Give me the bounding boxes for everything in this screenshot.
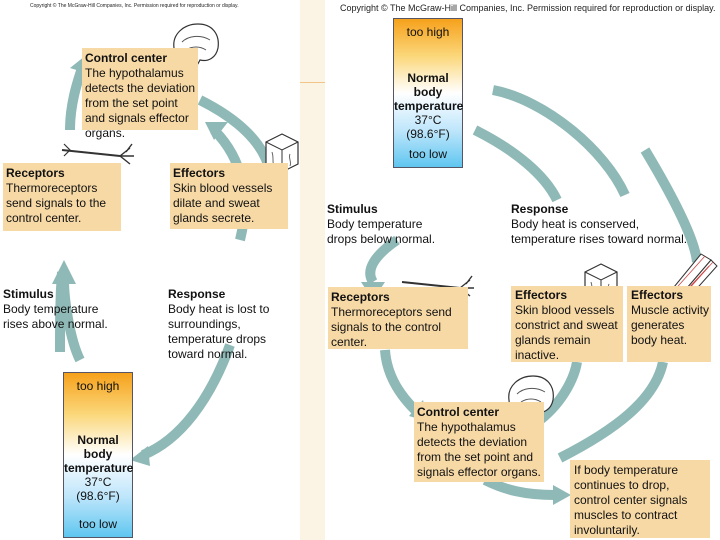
arrow-muscle-loop xyxy=(640,147,702,263)
arrow-control-to-muscle-effectors xyxy=(557,360,668,463)
panel-divider xyxy=(300,0,325,540)
receptors-box: Receptors Thermoreceptors send signals t… xyxy=(3,163,121,231)
nerve-receptor-icon xyxy=(61,143,134,165)
effectors-skin-title: Effectors xyxy=(515,288,568,302)
effectors-title: Effectors xyxy=(173,166,226,180)
control-center-box: Control center The hypothalamus detects … xyxy=(82,48,198,140)
arrow-control-to-note xyxy=(482,475,556,500)
copyright-notice: Copyright © The McGraw-Hill Companies, I… xyxy=(340,3,716,13)
receptors-text: Thermoreceptors send signals to the cont… xyxy=(6,181,107,225)
arrowhead xyxy=(52,260,76,284)
stimulus-text: Body temperature drops below normal. xyxy=(327,217,436,246)
receptors-title: Receptors xyxy=(331,290,390,304)
thermometer-scale: too high Normal body temperature 37°C (9… xyxy=(393,18,463,168)
control-center-text: The hypothalamus detects the deviation f… xyxy=(85,66,196,140)
arrowhead xyxy=(553,485,571,505)
response-label: Response Body heat is lost to surroundin… xyxy=(168,287,298,362)
skin-tissue-icon xyxy=(265,133,299,173)
stimulus-label: Stimulus Body temperature drops below no… xyxy=(327,202,447,247)
normal-temperature-value: 37°C (98.6°F) xyxy=(406,113,450,141)
too-low-label: too low xyxy=(408,147,448,161)
arrow-receptors-to-control xyxy=(380,349,419,414)
response-text: Body heat is conserved, temperature rise… xyxy=(511,217,688,246)
effectors-skin-text: Skin blood vessels constrict and sweat g… xyxy=(515,303,618,362)
too-high-label: too high xyxy=(406,25,450,39)
response-title: Response xyxy=(511,202,569,216)
arrow-upper-loop xyxy=(491,85,630,198)
arrowhead xyxy=(205,122,228,140)
arrow-control-to-skin-effectors xyxy=(536,361,582,424)
receptors-box: Receptors Thermoreceptors send signals t… xyxy=(328,287,468,349)
stimulus-title: Stimulus xyxy=(3,287,54,301)
arrow-receptors-to-control xyxy=(65,66,87,131)
left-panel-heat-loss-loop: Copyright © The McGraw-Hill Companies, I… xyxy=(0,0,300,540)
normal-temperature-title: Normal body temperature xyxy=(394,71,464,113)
effectors-muscle-text: Muscle activity generates body heat. xyxy=(631,303,710,347)
effectors-skin-box: Effectors Skin blood vessels constrict a… xyxy=(511,286,623,362)
response-label: Response Body heat is conserved, tempera… xyxy=(511,202,701,247)
stimulus-title: Stimulus xyxy=(327,202,378,216)
effectors-muscle-box: Effectors Muscle activity generates body… xyxy=(627,286,711,362)
response-title: Response xyxy=(168,287,226,301)
control-center-box: Control center The hypothalamus detects … xyxy=(414,402,544,482)
thermometer-scale: too high Normal body temperature 37°C (9… xyxy=(63,372,133,538)
arrowhead xyxy=(130,446,150,466)
response-text: Body heat is lost to surroundings, tempe… xyxy=(168,302,270,361)
effectors-muscle-title: Effectors xyxy=(631,288,684,302)
receptors-title: Receptors xyxy=(6,166,65,180)
control-center-title: Control center xyxy=(417,405,500,419)
receptors-text: Thermoreceptors send signals to the cont… xyxy=(331,305,452,349)
divider-rule xyxy=(300,82,325,83)
shivering-note-box: If body temperature continues to drop, c… xyxy=(570,460,710,538)
normal-temperature-label: Normal body temperature 37°C (98.6°F) xyxy=(394,71,464,141)
too-high-label: too high xyxy=(76,379,120,393)
control-center-title: Control center xyxy=(85,51,168,65)
effectors-box: Effectors Skin blood vessels dilate and … xyxy=(170,163,288,229)
normal-temperature-label: Normal body temperature 37°C (98.6°F) xyxy=(64,433,134,503)
normal-temperature-title: Normal body temperature xyxy=(64,433,134,475)
right-panel-heat-gain-loop: Copyright © The McGraw-Hill Companies, I… xyxy=(325,0,720,540)
arrow-response-to-thermometer xyxy=(141,343,235,460)
normal-temperature-value: 37°C (98.6°F) xyxy=(76,475,120,503)
effectors-text: Skin blood vessels dilate and sweat glan… xyxy=(173,181,273,225)
too-low-label: too low xyxy=(78,517,118,531)
arrow-stimulus-to-receptors xyxy=(365,235,400,285)
stimulus-text: Body temperature rises above normal. xyxy=(3,302,108,331)
shivering-note-text: If body temperature continues to drop, c… xyxy=(574,463,688,537)
arrow-thermometer-to-stimulus xyxy=(59,279,85,363)
arrow-response-to-thermometer xyxy=(472,125,562,203)
copyright-notice: Copyright © The McGraw-Hill Companies, I… xyxy=(30,3,239,9)
control-center-text: The hypothalamus detects the deviation f… xyxy=(417,420,541,479)
stimulus-label: Stimulus Body temperature rises above no… xyxy=(3,287,113,332)
